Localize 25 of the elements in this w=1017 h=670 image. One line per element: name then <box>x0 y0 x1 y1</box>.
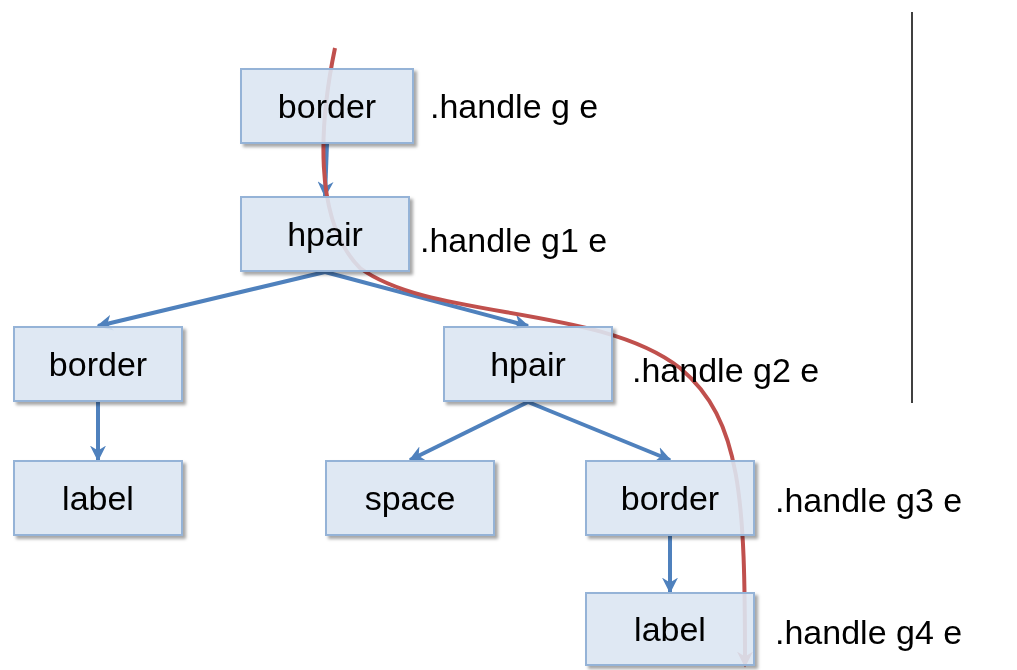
tree-node-box <box>325 460 495 536</box>
node-label: border <box>620 481 720 515</box>
node-label: label <box>62 481 134 515</box>
node-label: hpair <box>287 217 363 251</box>
node-label: hpair <box>490 347 566 381</box>
arrow <box>317 143 334 198</box>
node-label: label <box>634 612 706 646</box>
handle-annotation: .handle g1 e <box>420 220 608 261</box>
arrow <box>527 400 672 462</box>
node-label: border <box>277 89 377 123</box>
handle-annotation: .handle g4 e <box>775 612 963 653</box>
arrow <box>90 402 106 462</box>
handle-annotation: .handle g3 e <box>775 480 963 521</box>
tree-node-box <box>585 592 755 666</box>
tree-node-box <box>443 326 613 402</box>
handle-annotation: .handle g e <box>430 86 599 127</box>
tree-node-box <box>13 460 183 536</box>
tree-node-box <box>240 196 410 272</box>
arrow <box>662 536 678 594</box>
node-label: border <box>48 347 148 381</box>
node-label: space <box>364 481 456 515</box>
tree-node-box <box>585 460 755 536</box>
tree-node-box <box>13 326 183 402</box>
arrow <box>408 400 529 462</box>
tree-node-box <box>240 68 414 144</box>
